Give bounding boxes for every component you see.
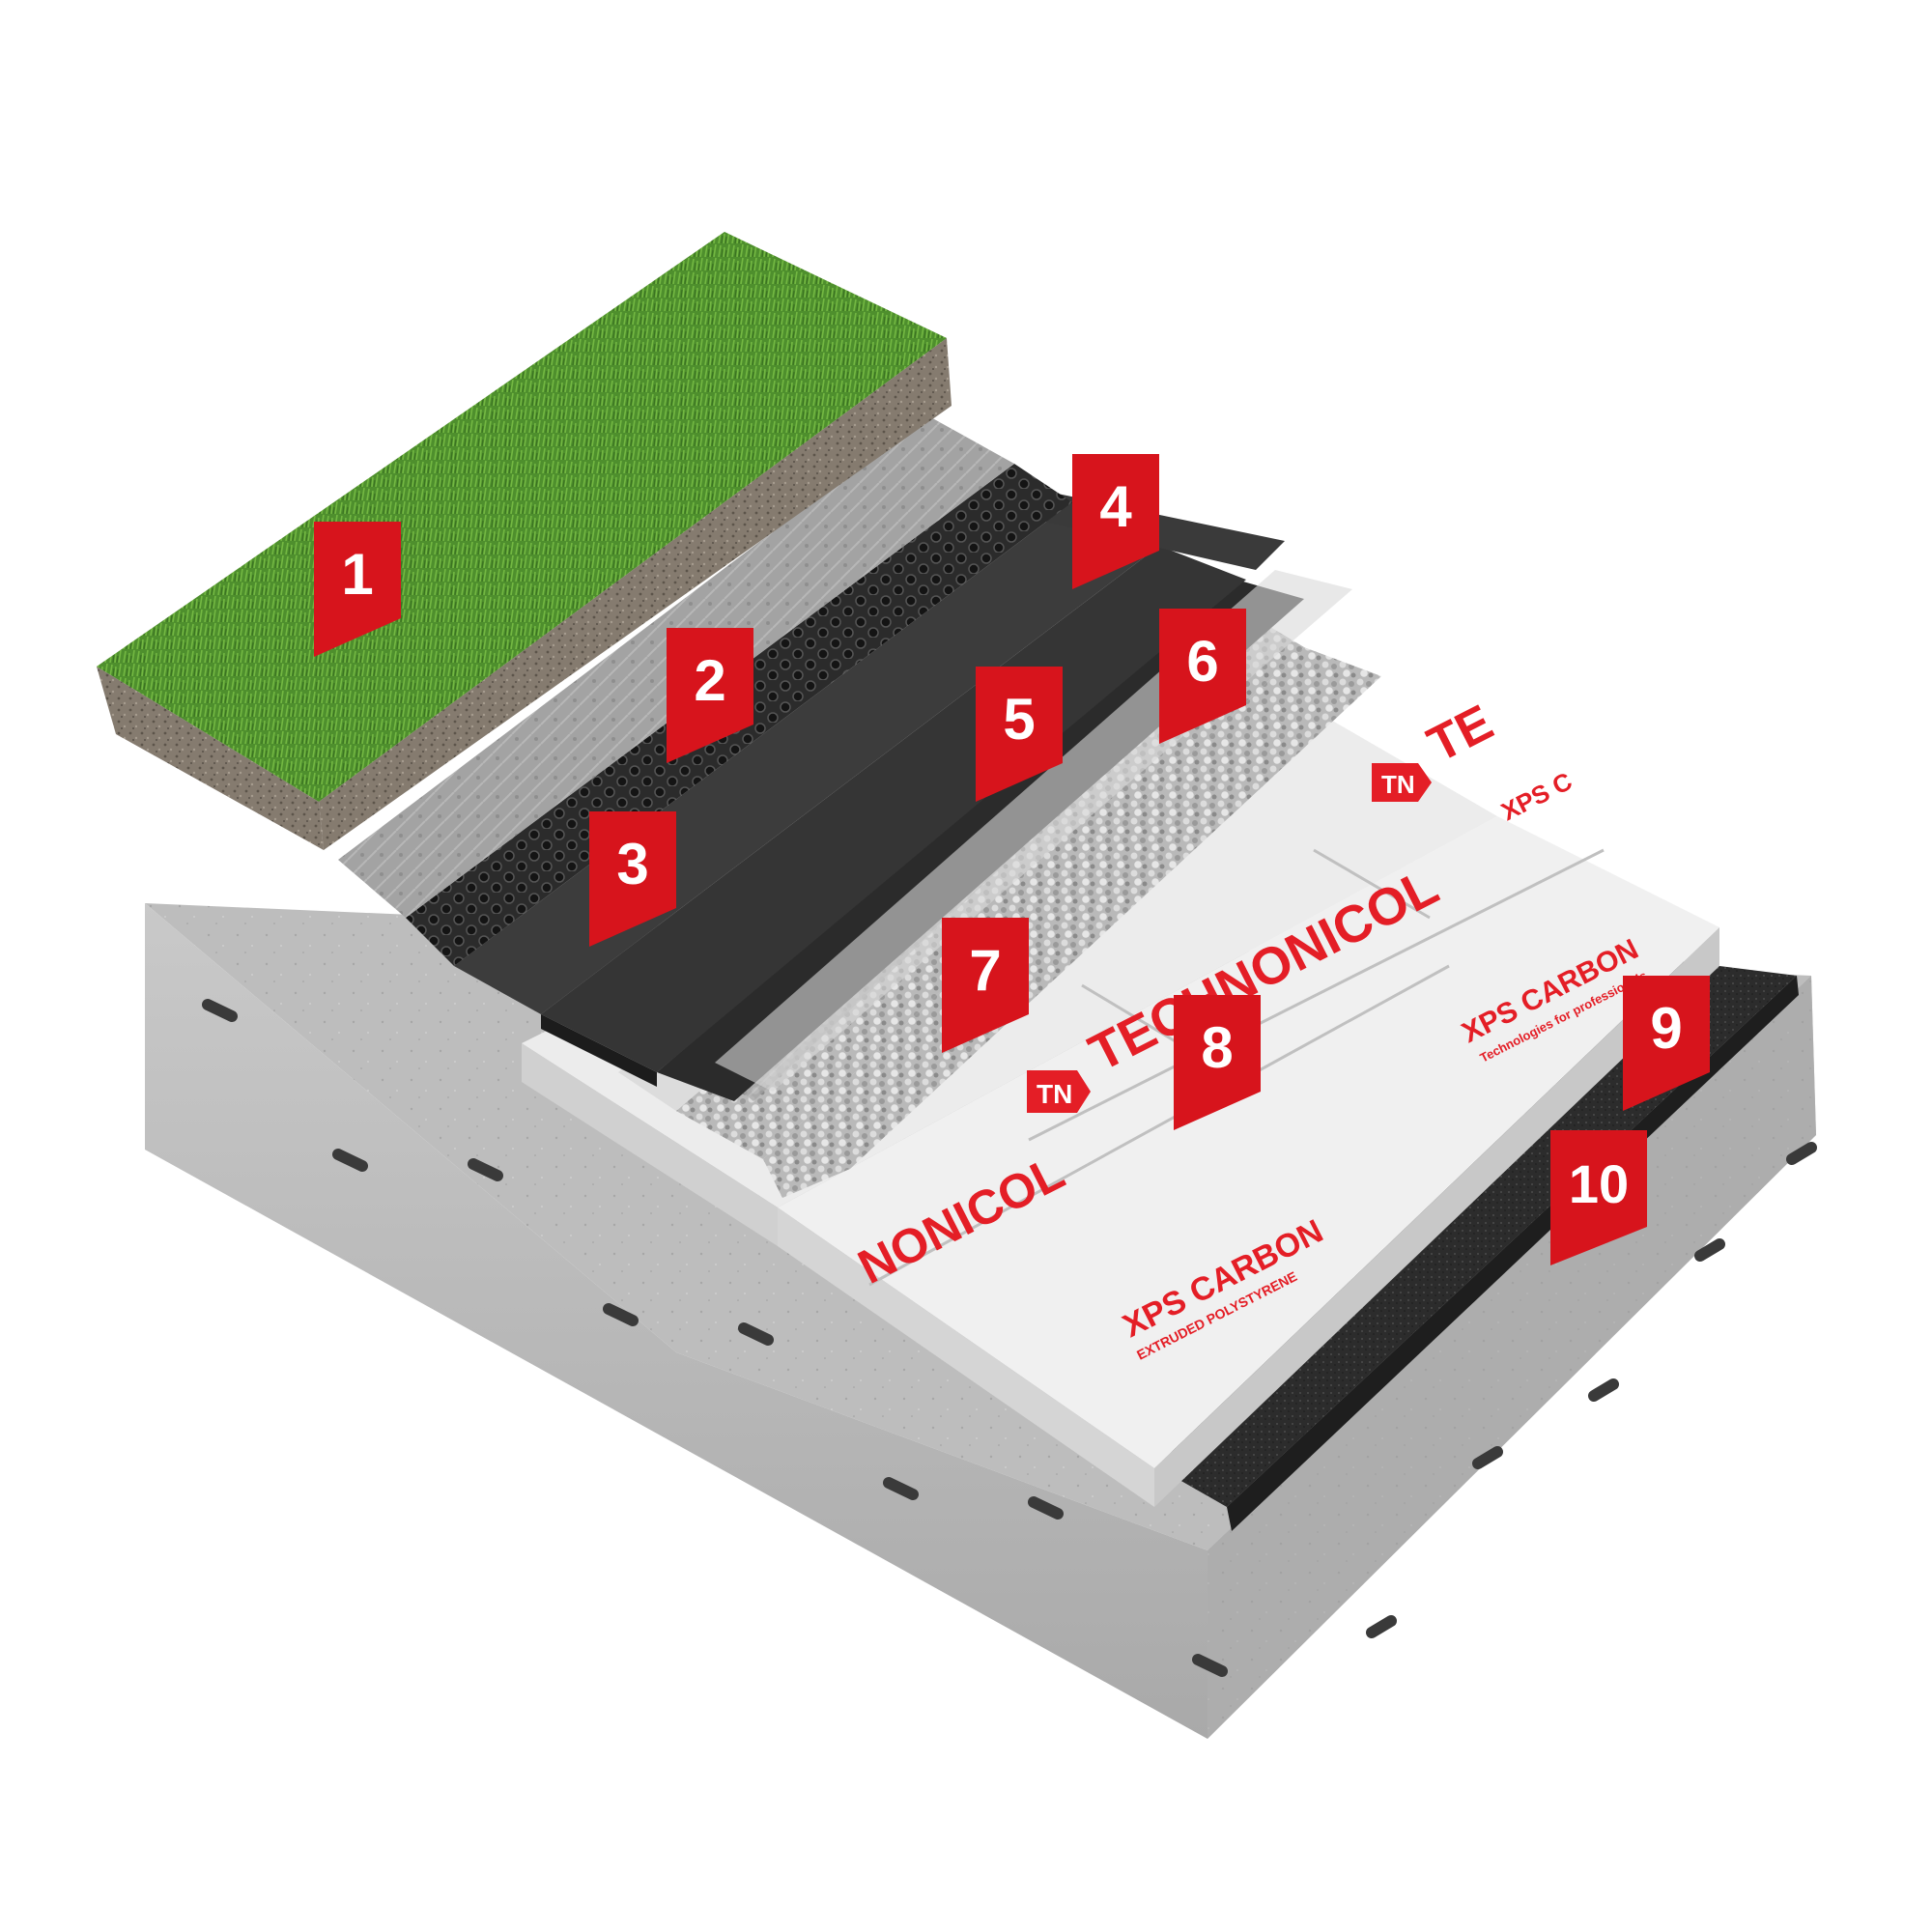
- marker-3: 3: [589, 811, 676, 947]
- marker-9: 9: [1623, 976, 1710, 1111]
- brand-name-upper: TE: [1419, 695, 1502, 774]
- markers: 1 2 3 4 5 6 7 8: [314, 454, 1710, 1265]
- marker-1-label: 1: [341, 542, 373, 607]
- marker-9-label: 9: [1650, 996, 1682, 1061]
- layer-1-grass-soil: [97, 232, 952, 850]
- technonicol-logo: TN: [1027, 1070, 1091, 1113]
- marker-10: 10: [1550, 1130, 1647, 1265]
- marker-1: 1: [314, 522, 401, 657]
- marker-4: 4: [1072, 454, 1159, 589]
- marker-8-label: 8: [1201, 1015, 1233, 1080]
- marker-5-label: 5: [1003, 687, 1035, 752]
- marker-6: 6: [1159, 609, 1246, 744]
- product-name-upper: XPS C: [1496, 766, 1577, 826]
- technonicol-logo-upper: TN: [1372, 763, 1432, 802]
- marker-10-label: 10: [1569, 1153, 1629, 1214]
- logo-letters-upper: TN: [1381, 770, 1415, 799]
- marker-2-label: 2: [694, 648, 725, 713]
- marker-5: 5: [976, 667, 1063, 802]
- marker-3-label: 3: [616, 832, 648, 896]
- marker-4-label: 4: [1099, 474, 1132, 539]
- rebar-ends: [202, 999, 1817, 1677]
- marker-7-label: 7: [969, 938, 1001, 1003]
- logo-letters: TN: [1037, 1079, 1072, 1109]
- layer-5-waterproofing-lower: [541, 546, 1246, 1087]
- marker-8: 8: [1174, 995, 1261, 1130]
- marker-6-label: 6: [1186, 629, 1218, 694]
- marker-7: 7: [942, 918, 1029, 1053]
- marker-2: 2: [667, 628, 753, 763]
